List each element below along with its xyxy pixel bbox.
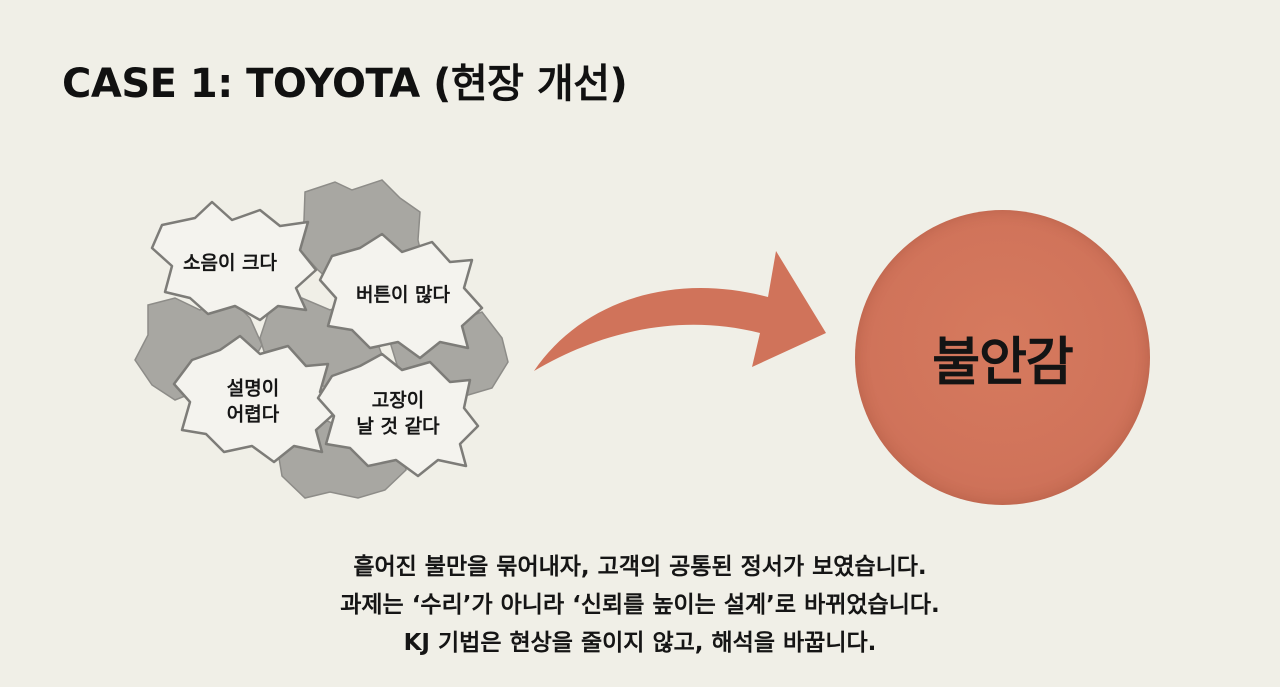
- result-circle: 불안감: [855, 210, 1150, 505]
- complaint-label-noise: 소음이 크다: [182, 252, 278, 275]
- complaint-label-buttons: 버튼이 많다: [355, 284, 451, 307]
- result-label: 불안감: [932, 333, 1074, 393]
- caption-line: 흩어진 불만을 묶어내자, 고객의 공통된 정서가 보였습니다.: [353, 554, 927, 580]
- complaint-label-breakdown: 고장이 날 것 같다: [356, 389, 440, 437]
- caption-line: 과제는 ‘수리’가 아니라 ‘신뢰를 높이는 설계’로 바뀌었습니다.: [340, 592, 940, 618]
- page-title: CASE 1: TOYOTA (현장 개선): [62, 61, 628, 107]
- complaint-cluster: 소음이 크다 버튼이 많다 설명이 어렵다 고장이 날 것 같다: [120, 170, 520, 510]
- white-piece: [318, 232, 484, 360]
- white-piece: [172, 334, 338, 464]
- complaint-label-explanation: 설명이 어렵다: [226, 377, 280, 425]
- white-piece: [150, 200, 318, 322]
- caption-line: KJ 기법은 현상을 줄이지 않고, 해석을 바꿉니다.: [403, 630, 877, 656]
- white-piece: [316, 352, 480, 478]
- puzzle-pieces-graphic: [134, 179, 509, 499]
- curved-arrow-icon: [534, 251, 826, 371]
- caption: 흩어진 불만을 묶어내자, 고객의 공통된 정서가 보였습니다. 과제는 ‘수리…: [0, 548, 1280, 662]
